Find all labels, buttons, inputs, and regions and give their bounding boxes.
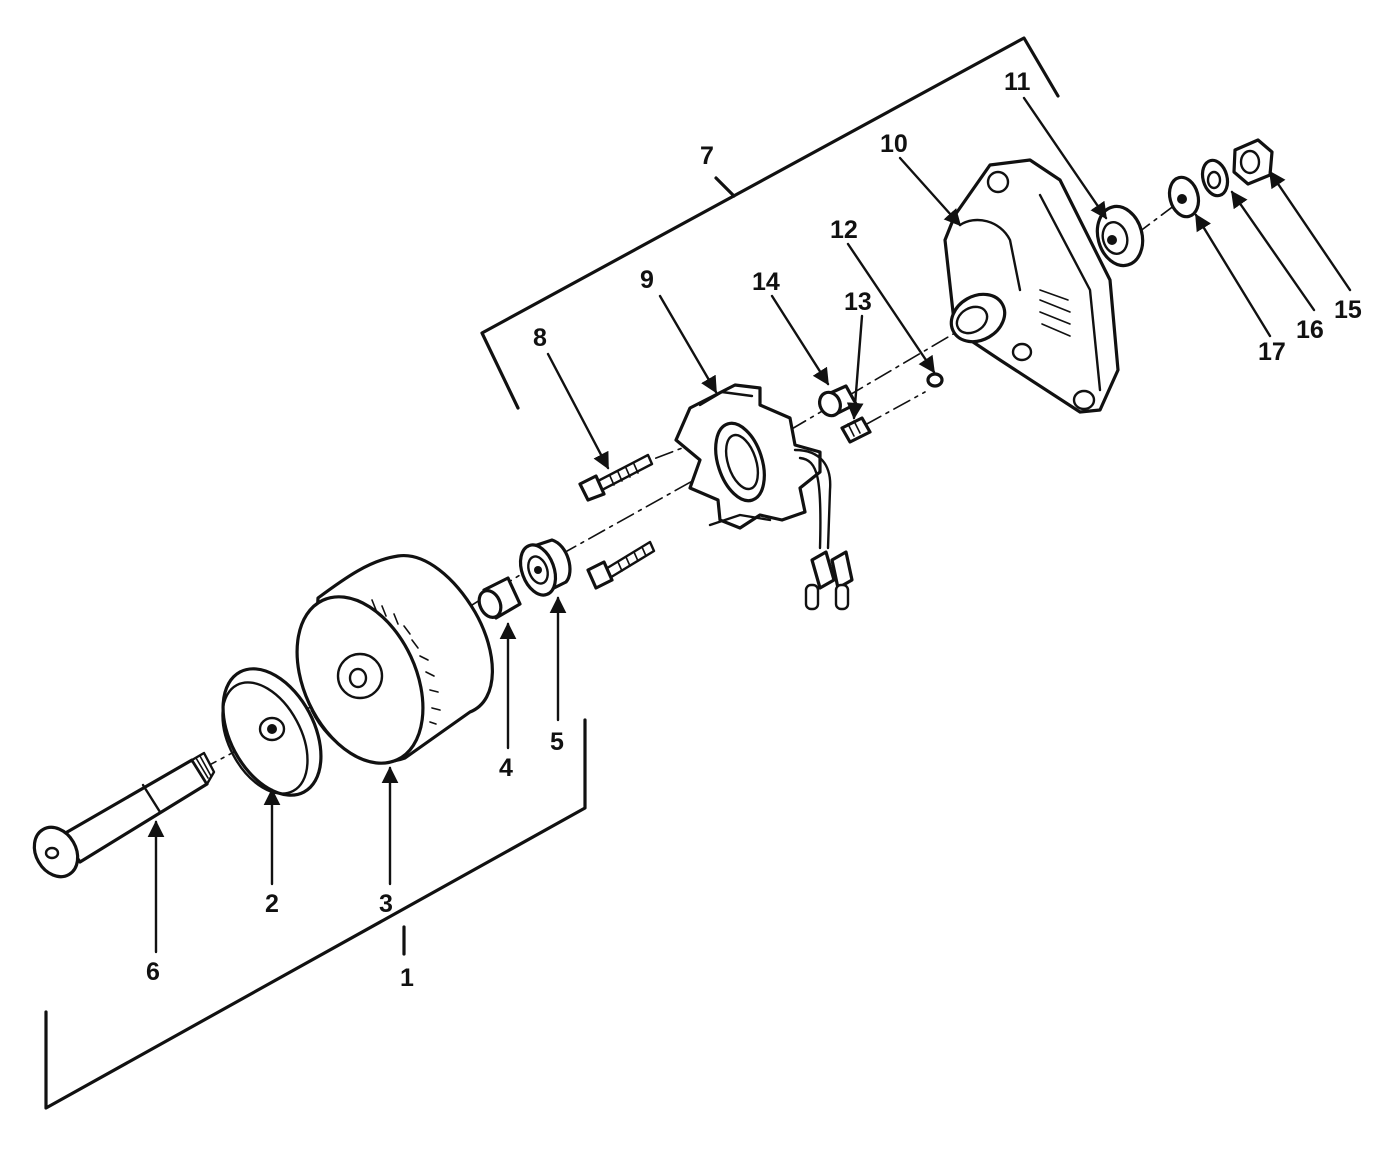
callout-7: 7 [700,142,714,170]
callout-2: 2 [265,890,279,918]
callout-10: 10 [880,130,908,158]
end-housing [943,158,1120,414]
assembly-bracket-1 [44,718,587,1110]
leader-lines [147,96,1352,954]
callout-5: 5 [550,728,564,756]
rivet [926,372,944,388]
fan-washer [221,667,323,797]
screw-lower [586,540,656,590]
callout-labels: 1 2 3 4 5 6 7 8 9 10 11 12 13 14 15 16 1… [146,68,1362,992]
lock-washer [1200,158,1230,198]
screw-upper [578,453,654,502]
callout-12: 12 [830,216,858,244]
callout-6: 6 [146,958,160,986]
callout-9: 9 [640,266,654,294]
flat-washer [1167,175,1201,219]
bushing [818,384,858,418]
bearing [518,538,572,597]
callout-13: 13 [844,288,872,316]
stator [674,383,854,611]
callout-15: 15 [1334,296,1362,324]
through-bolt [32,751,216,879]
hex-nut [1232,138,1274,186]
callout-11: 11 [1004,68,1031,96]
rotor [295,554,494,765]
spacer [477,576,522,620]
assembly-bracket-7 [480,36,1060,410]
callout-1: 1 [400,964,414,992]
small-screw [840,416,872,444]
callout-17: 17 [1258,338,1286,366]
callout-4: 4 [499,754,513,782]
callout-14: 14 [752,268,780,296]
callout-3: 3 [379,890,393,918]
end-bearing [1095,204,1145,268]
callout-8: 8 [533,324,547,352]
callout-16: 16 [1296,316,1324,344]
